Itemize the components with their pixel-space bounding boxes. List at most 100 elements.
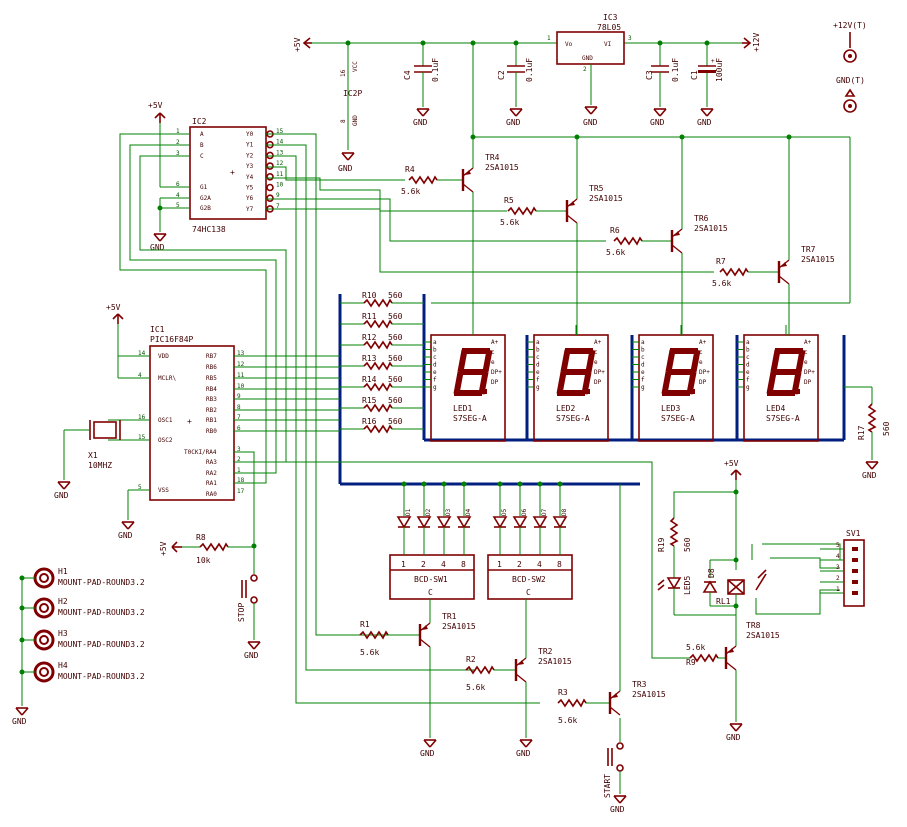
ic2-pin-name: Y3 bbox=[246, 163, 254, 170]
x1-value: 10MHZ bbox=[88, 461, 112, 470]
seg-pin-label: d bbox=[641, 362, 645, 369]
start-switch: GND START bbox=[603, 718, 627, 814]
seg-pin-label: g bbox=[536, 384, 540, 391]
base-resistor-name: R1 bbox=[360, 620, 370, 629]
base-resistor-value: 5.6k bbox=[712, 279, 731, 288]
seg-resistor bbox=[363, 320, 393, 328]
mount-pads: H1MOUNT-PAD-ROUND3.2H2MOUNT-PAD-ROUND3.2… bbox=[19, 567, 145, 683]
ic2-pin-num: 12 bbox=[276, 160, 284, 167]
sv1-pin-num: 2 bbox=[836, 575, 840, 582]
ic1-pin-name: RA2 bbox=[206, 470, 217, 477]
ic3-part: 78L05 bbox=[597, 23, 621, 32]
seg-pin-label: f bbox=[641, 377, 645, 384]
capacitors: GND C4 0.1uF GND C2 0.1uF GND C3 0.1uF +… bbox=[403, 58, 724, 127]
led-name: LED1 bbox=[453, 404, 472, 413]
ic2-pin-name: G2B bbox=[200, 205, 211, 212]
seg-right-label: c bbox=[594, 349, 598, 356]
pnp-transistor bbox=[608, 689, 622, 717]
c1-name: C1 bbox=[690, 70, 699, 80]
transistor-name: TR1 bbox=[442, 612, 457, 621]
svg-text:+: + bbox=[187, 417, 192, 426]
base-resistor-value: 5.6k bbox=[500, 218, 519, 227]
seg-right-label: DP bbox=[804, 379, 812, 386]
ic1-pin-num: 16 bbox=[138, 414, 146, 421]
led-part: S7SEG-A bbox=[661, 414, 695, 423]
c2p-pin8: 8 bbox=[340, 119, 347, 123]
c2p-gnd: GND bbox=[352, 115, 359, 126]
seg-right-label: A+ bbox=[594, 339, 602, 346]
sv1-pin bbox=[852, 558, 858, 562]
base-resistor bbox=[507, 207, 537, 215]
ic3-pin-gnd: 2 bbox=[583, 66, 587, 73]
stop-label: STOP bbox=[237, 603, 246, 622]
ic2-pin-name: G1 bbox=[200, 184, 208, 191]
c2-name: C2 bbox=[497, 70, 506, 80]
c2p-label: IC2P bbox=[343, 89, 362, 98]
junction bbox=[537, 481, 543, 487]
led5-label: LED5 bbox=[683, 576, 692, 595]
gnd-symbol bbox=[519, 739, 533, 748]
bcd-switch-body bbox=[487, 554, 573, 600]
ic1-pin-num: 14 bbox=[138, 350, 146, 357]
ic1-pin-num: 12 bbox=[237, 361, 245, 368]
led-name: LED3 bbox=[661, 404, 680, 413]
seg-resistor bbox=[363, 383, 393, 391]
sv1-pin-num: 1 bbox=[836, 586, 840, 593]
sv1-pin bbox=[852, 547, 858, 551]
rl1-label: RL1 bbox=[716, 597, 731, 606]
seg-right-label: e bbox=[699, 359, 703, 366]
diode-label: D7 bbox=[541, 508, 548, 516]
base-resistor-name: R5 bbox=[504, 196, 514, 205]
d8-label: D8 bbox=[707, 568, 716, 578]
seg-pin-label: b bbox=[433, 347, 437, 354]
svg-text:GND: GND bbox=[118, 531, 133, 540]
seg-pin-label: d bbox=[536, 362, 540, 369]
seg-pin-label: b bbox=[536, 347, 540, 354]
sv1-pin bbox=[852, 580, 858, 584]
transistor-part: 2SA1015 bbox=[694, 224, 728, 233]
ic1-pin-name: RB2 bbox=[206, 407, 217, 414]
seg-pin-label: e bbox=[433, 369, 437, 376]
conn-gnd-label: GND(T) bbox=[836, 76, 865, 85]
plus5v-label: +5V bbox=[293, 37, 302, 52]
seg-right-label: c bbox=[804, 349, 808, 356]
diode-label: D6 bbox=[521, 508, 528, 516]
ic3-vo: Vo bbox=[565, 41, 573, 48]
ic1-name: IC1 bbox=[150, 325, 165, 334]
seg-right-label: c bbox=[699, 349, 703, 356]
ic3-gnd: GND bbox=[582, 55, 593, 62]
ic3-gnd-label: GND bbox=[583, 118, 598, 127]
ic1-pin-name: RA1 bbox=[206, 480, 217, 487]
ic2-name: IC2 bbox=[192, 117, 207, 126]
seg-resistor-value: 560 bbox=[388, 291, 403, 300]
seg-resistor bbox=[363, 362, 393, 370]
mount-name: H4 bbox=[58, 661, 68, 670]
ic2-pin-num: 14 bbox=[276, 139, 284, 146]
seg-resistor-value: 560 bbox=[388, 312, 403, 321]
diode-label: D5 bbox=[501, 508, 508, 516]
seg-pin-label: g bbox=[746, 384, 750, 391]
base-resistor-name: R6 bbox=[610, 226, 620, 235]
bcd-pin-label: 8 bbox=[557, 560, 562, 569]
c3-value: 0.1uF bbox=[671, 58, 680, 82]
x1-name: X1 bbox=[88, 451, 98, 460]
seg-resistor-value: 560 bbox=[388, 417, 403, 426]
diode bbox=[553, 516, 567, 528]
ic1-pin-num: 1 bbox=[237, 467, 241, 474]
gnd-label: GND bbox=[516, 749, 531, 758]
diode bbox=[533, 516, 547, 528]
ic2-pin-name: Y7 bbox=[246, 206, 254, 213]
led-part: S7SEG-A bbox=[556, 414, 590, 423]
ic1-pin-name: RA3 bbox=[206, 459, 217, 466]
seg-pin-label: a bbox=[433, 339, 437, 346]
base-resistor-value: 5.6k bbox=[466, 683, 485, 692]
transistor-part: 2SA1015 bbox=[442, 622, 476, 631]
junction bbox=[557, 481, 563, 487]
seg-right-label: c bbox=[491, 349, 495, 356]
ic2-pin-num: 10 bbox=[276, 182, 284, 189]
mount-name: H2 bbox=[58, 597, 68, 606]
led-part: S7SEG-A bbox=[766, 414, 800, 423]
transistor-name: TR2 bbox=[538, 647, 553, 656]
tr8-driver: GND 5.6k R9 TR8 2SA1015 bbox=[686, 621, 780, 742]
